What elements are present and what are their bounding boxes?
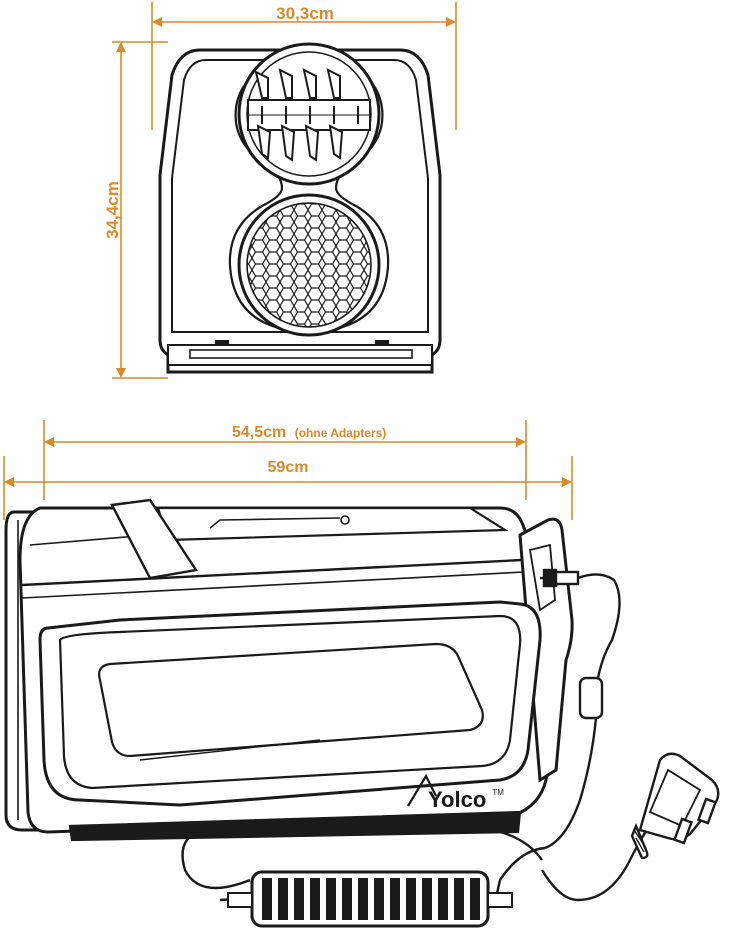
front-foot-right: [375, 340, 389, 345]
brand-logo-icon: [407, 773, 437, 807]
front-body-inner: [171, 59, 429, 333]
front-width-label: 30,3cm: [276, 4, 334, 23]
cable-ferrite: [578, 676, 604, 720]
grill-mesh: [247, 203, 371, 327]
side-view: [4, 498, 574, 842]
front-height-label: 34,4cm: [103, 181, 122, 239]
eu-plug-icon: [630, 752, 720, 860]
power-adapter: [227, 870, 513, 928]
fan-blades: [247, 68, 371, 162]
side-panel-inner: [58, 614, 522, 790]
front-view: [158, 42, 442, 374]
side-top-seam: [21, 558, 523, 587]
side-width-total-label: 59cm: [268, 459, 309, 476]
front-foot-left: [215, 340, 229, 345]
front-height-dimension: [112, 41, 168, 379]
side-handle-tab: [110, 498, 199, 580]
side-panel-window: [98, 642, 484, 758]
side-width-main-label: 54,5cm (ohne Adapters): [232, 424, 386, 441]
front-base-slot: [189, 349, 413, 359]
side-width-dimensions: [3, 420, 573, 520]
front-width-dimension: [151, 2, 457, 130]
brand-logo-text: Yolco TM: [428, 787, 504, 812]
